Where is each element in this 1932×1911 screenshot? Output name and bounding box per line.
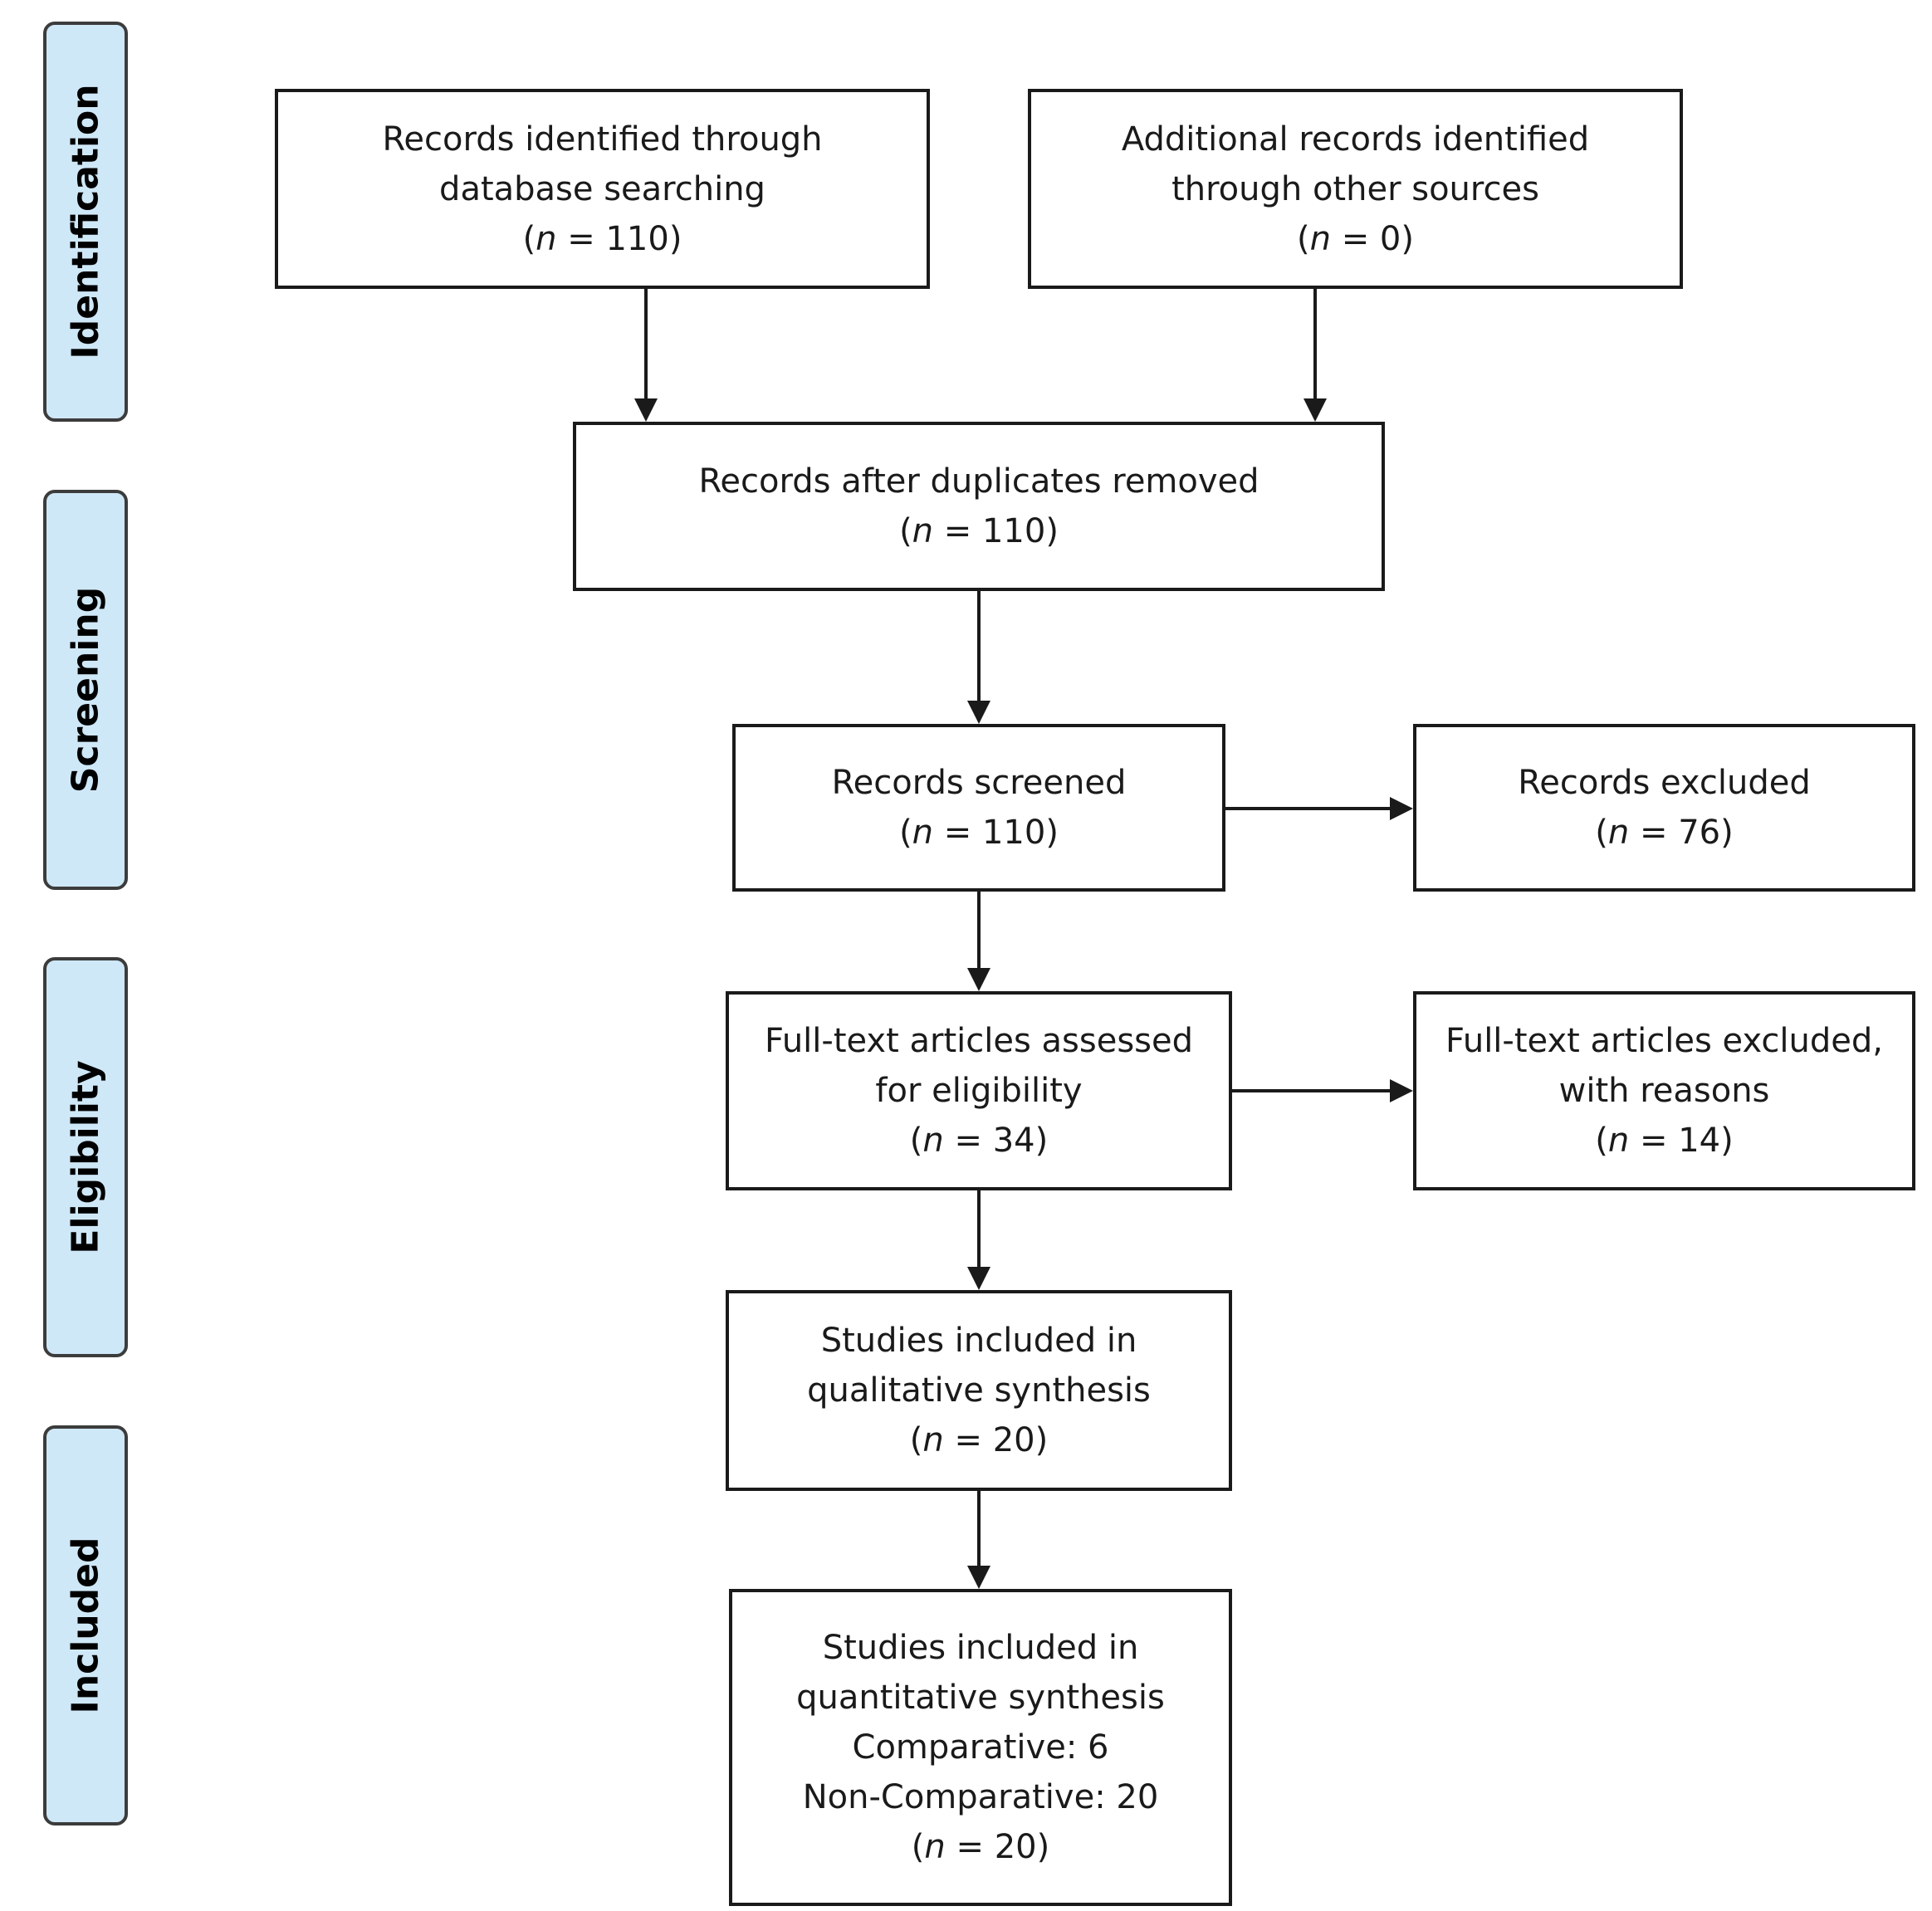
box-fulltext-assessed: Full-text articles assessed for eligibil… (726, 991, 1232, 1190)
box-count: (n = 14) (1595, 1122, 1734, 1160)
box-line: qualitative synthesis (807, 1371, 1151, 1410)
box-line: Records screened (831, 764, 1127, 802)
arrowhead-fulltext-excluded (1390, 1079, 1413, 1102)
box-count: (n = 20) (909, 1421, 1049, 1459)
box-count: (n = 110) (899, 512, 1059, 550)
arrowhead-excluded (1390, 797, 1413, 820)
box-count: (n = 76) (1595, 814, 1734, 852)
box-count: (n = 110) (899, 814, 1059, 852)
box-line: Additional records identified (1121, 120, 1590, 159)
box-other-sources: Additional records identified through ot… (1028, 89, 1683, 289)
box-count: (n = 0) (1297, 219, 1414, 258)
box-line: Full-text articles excluded, (1445, 1022, 1883, 1060)
phase-included: Included (43, 1425, 128, 1825)
box-line: for eligibility (875, 1072, 1083, 1110)
arrowhead-qualitative (967, 1566, 990, 1589)
box-line: Records after duplicates removed (698, 462, 1259, 501)
box-line: Studies included in (822, 1629, 1139, 1667)
box-records-excluded: Records excluded (n = 76) (1413, 724, 1915, 892)
box-duplicates-removed: Records after duplicates removed (n = 11… (573, 422, 1385, 591)
box-line: Records excluded (1518, 764, 1811, 802)
arrowhead-screened (967, 968, 990, 991)
box-line: through other sources (1171, 169, 1539, 208)
box-line: database searching (439, 169, 765, 208)
phase-eligibility: Eligibility (43, 957, 128, 1357)
box-line: Full-text articles assessed (765, 1022, 1193, 1060)
arrowhead-other (1303, 398, 1327, 422)
arrowhead-duplicates (967, 701, 990, 724)
box-quantitative-synthesis: Studies included in quantitative synthes… (729, 1589, 1232, 1906)
box-count: (n = 34) (909, 1122, 1049, 1160)
box-count: (n = 20) (911, 1828, 1050, 1866)
box-line: Non-Comparative: 20 (802, 1778, 1159, 1816)
box-fulltext-excluded: Full-text articles excluded, with reason… (1413, 991, 1915, 1190)
box-line: Comparative: 6 (852, 1728, 1109, 1767)
box-line: with reasons (1558, 1072, 1770, 1110)
box-database-records: Records identified through database sear… (275, 89, 930, 289)
arrowhead-fulltext (967, 1267, 990, 1290)
arrowhead-database (634, 398, 658, 422)
box-line: quantitative synthesis (796, 1679, 1165, 1717)
phase-screening: Screening (43, 490, 128, 890)
box-line: Records identified through (382, 120, 823, 159)
box-qualitative-synthesis: Studies included in qualitative synthesi… (726, 1290, 1232, 1491)
box-line: Studies included in (820, 1322, 1137, 1360)
box-records-screened: Records screened (n = 110) (732, 724, 1225, 892)
phase-identification: Identification (43, 22, 128, 422)
box-count: (n = 110) (522, 219, 682, 258)
